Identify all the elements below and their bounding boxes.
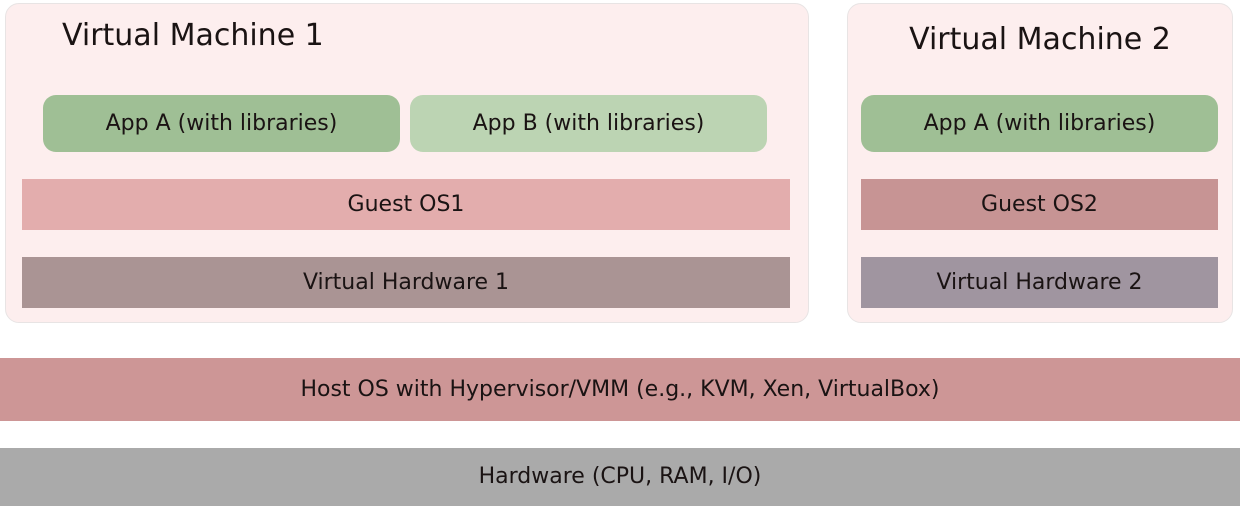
virtual-machine-2-title: Virtual Machine 2	[909, 22, 1171, 57]
vm2-app-a-block: App A (with libraries)	[861, 95, 1218, 152]
vm1-virtual-hardware-block: Virtual Hardware 1	[22, 257, 790, 308]
host-os-hypervisor-layer: Host OS with Hypervisor/VMM (e.g., KVM, …	[0, 358, 1240, 421]
virtual-machine-1-title: Virtual Machine 1	[62, 18, 324, 53]
vm1-app-a-block: App A (with libraries)	[43, 95, 400, 152]
vm2-guest-os-block: Guest OS2	[861, 179, 1218, 230]
vm2-virtual-hardware-block: Virtual Hardware 2	[861, 257, 1218, 308]
vm1-app-b-block: App B (with libraries)	[410, 95, 767, 152]
vm1-guest-os-block: Guest OS1	[22, 179, 790, 230]
physical-hardware-layer: Hardware (CPU, RAM, I/O)	[0, 448, 1240, 506]
